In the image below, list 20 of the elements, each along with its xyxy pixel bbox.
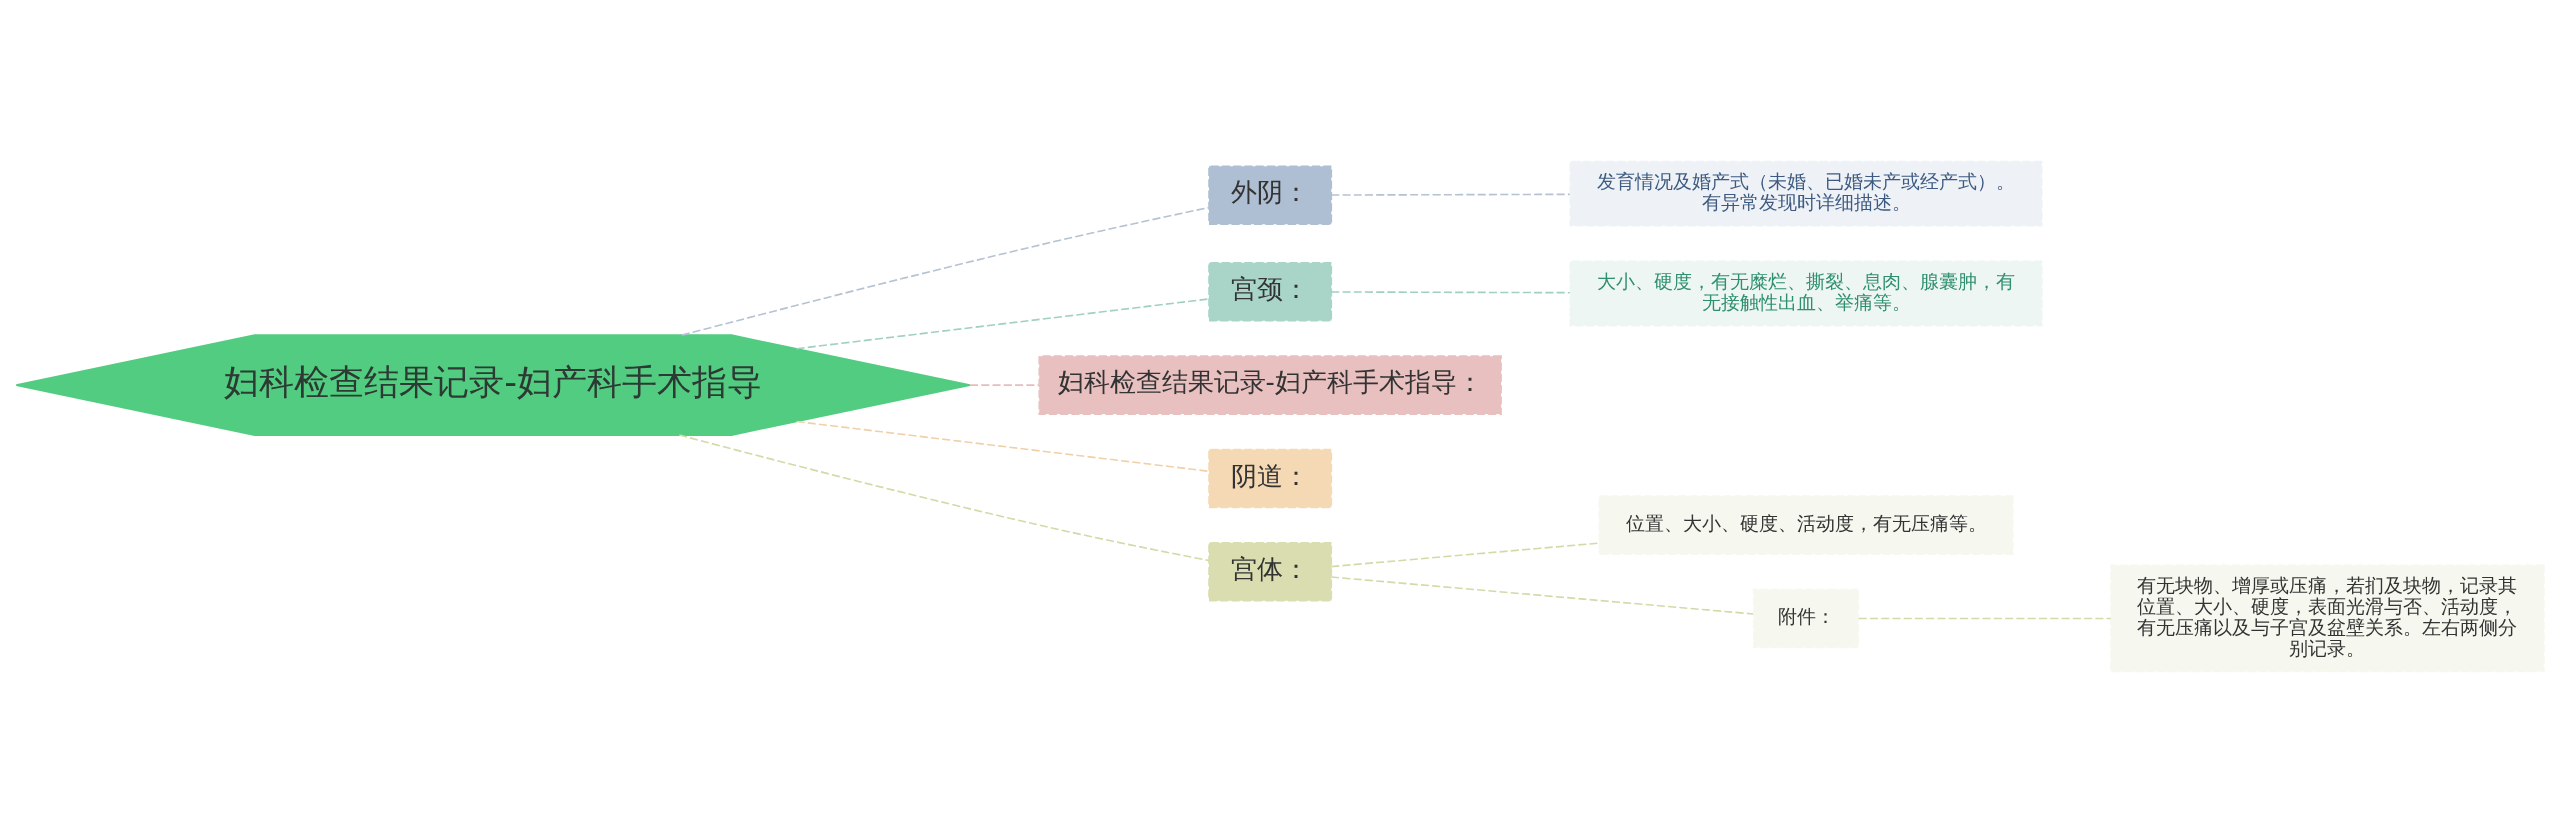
connector [969, 383, 1040, 386]
node-box: 宫体： [1208, 541, 1333, 602]
node-box: 位置、大小、硬度、活动度，有无压痛等。 [1598, 494, 2014, 555]
connector [681, 206, 1210, 336]
node-box: 外阴： [1208, 164, 1333, 225]
connector [1330, 193, 1571, 196]
node-box: 大小、硬度，有无糜烂、撕裂、息肉、腺囊肿，有无接触性出血、举痛等。 [1569, 259, 2043, 326]
connector [1857, 617, 2112, 619]
node-box: 有无块物、增厚或压痛，若扪及块物，记录其位置、大小、硬度，表面光滑与否、活动度，有无压痛以及与子宫及盆壁关系。左右两侧分别记录。 [2110, 564, 2545, 672]
node-box: 附件： [1752, 588, 1860, 648]
connector [678, 433, 1210, 561]
connector [1330, 290, 1571, 293]
node-box: 妇科检查结果记录-妇产科手术指导： [1038, 354, 1502, 415]
connector [795, 420, 1210, 472]
node-box: 宫颈： [1208, 261, 1333, 322]
connector [1330, 575, 1754, 615]
node-box: 阴道： [1208, 448, 1333, 508]
connector [795, 297, 1210, 349]
node-box: 发育情况及婚产式（未婚、已婚未产或经产式）。有异常发现时详细描述。 [1569, 160, 2043, 227]
connector [1330, 541, 1600, 567]
